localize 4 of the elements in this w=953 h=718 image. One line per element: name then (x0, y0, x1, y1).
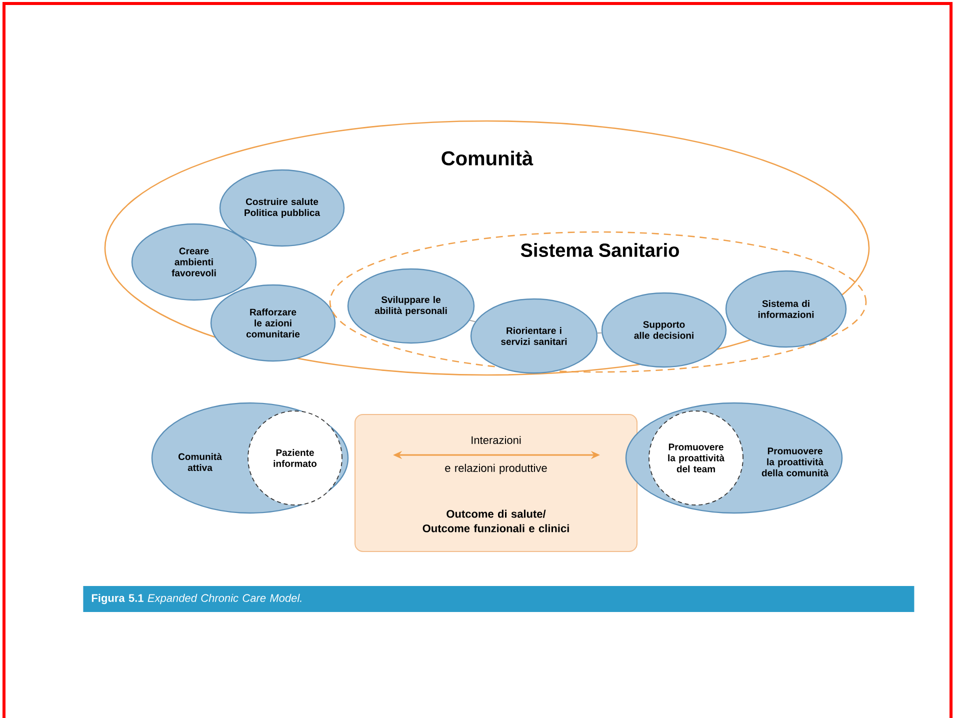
connector-line (469, 320, 476, 322)
connector-line (597, 332, 602, 334)
outcome-box: Interazioni e relazioni produttive Outcome di salute/ Outcome funzionali e clinici (354, 414, 638, 552)
caption-bar: Figura 5.1 Expanded Chronic Care Model. (83, 586, 914, 612)
